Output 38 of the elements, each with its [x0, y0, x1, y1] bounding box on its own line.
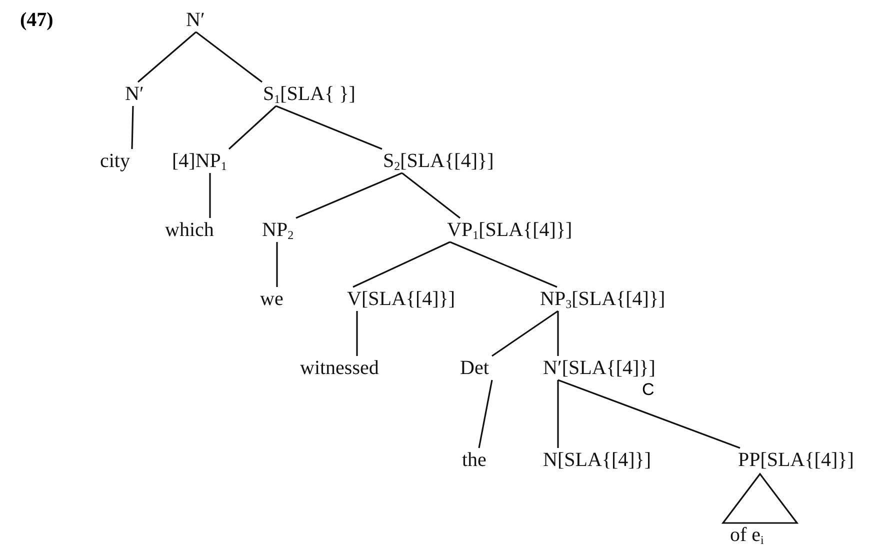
tree-node-label: S$_{1}$[SLA{ }] — [263, 83, 356, 105]
tree-branch — [492, 310, 558, 357]
tree-branch — [131, 106, 134, 150]
tree-branch — [450, 241, 558, 288]
tree-branch — [356, 311, 358, 356]
tree-node-label: PP[SLA{[4]}] — [738, 449, 854, 471]
tree-branch — [558, 379, 740, 449]
tree-branch — [478, 380, 493, 448]
example-number: (47) — [20, 9, 54, 31]
tree-node-label: N[SLA{[4]}] — [543, 449, 652, 471]
tree-node-label: NP$_{3}$[SLA{[4]}] — [540, 288, 666, 310]
tree-branch — [296, 172, 402, 219]
tree-node-label: the — [462, 449, 486, 471]
tree-branch — [276, 105, 382, 150]
tree-node-label: Det — [460, 357, 489, 379]
tree-node-label: N′ — [186, 9, 205, 31]
tree-node-label: N′ — [125, 83, 144, 105]
tree-branch — [137, 31, 197, 83]
tree-branch — [352, 241, 450, 288]
triangle-branch — [721, 472, 799, 524]
tree-branch — [228, 105, 277, 150]
tree-node-label: VP$_{1}$[SLA{[4]}] — [447, 219, 572, 241]
tree-node-label: of e$_{i}$ — [730, 524, 764, 546]
tree-node-label: witnessed — [300, 357, 379, 379]
tree-node-label: we — [260, 288, 284, 310]
tree-node-label: V[SLA{[4]}] — [347, 288, 456, 310]
tree-node-label: NP$_{2}$ — [262, 219, 294, 241]
tree-node-label: city — [100, 150, 130, 172]
tree-branch — [276, 242, 278, 287]
tree-branch — [209, 173, 211, 218]
tree-node-label: S$_{2}$[SLA{[4]}] — [383, 150, 494, 172]
tree-branch — [557, 311, 559, 356]
tree-branch — [402, 172, 460, 219]
tree-node-label: which — [165, 219, 214, 241]
tree-node-label: [4]NP$_{1}$ — [172, 150, 227, 172]
tree-branch — [557, 380, 559, 448]
tree-branch — [196, 31, 262, 83]
tree-node-label: N′[SLA{[4]}] — [543, 357, 656, 379]
